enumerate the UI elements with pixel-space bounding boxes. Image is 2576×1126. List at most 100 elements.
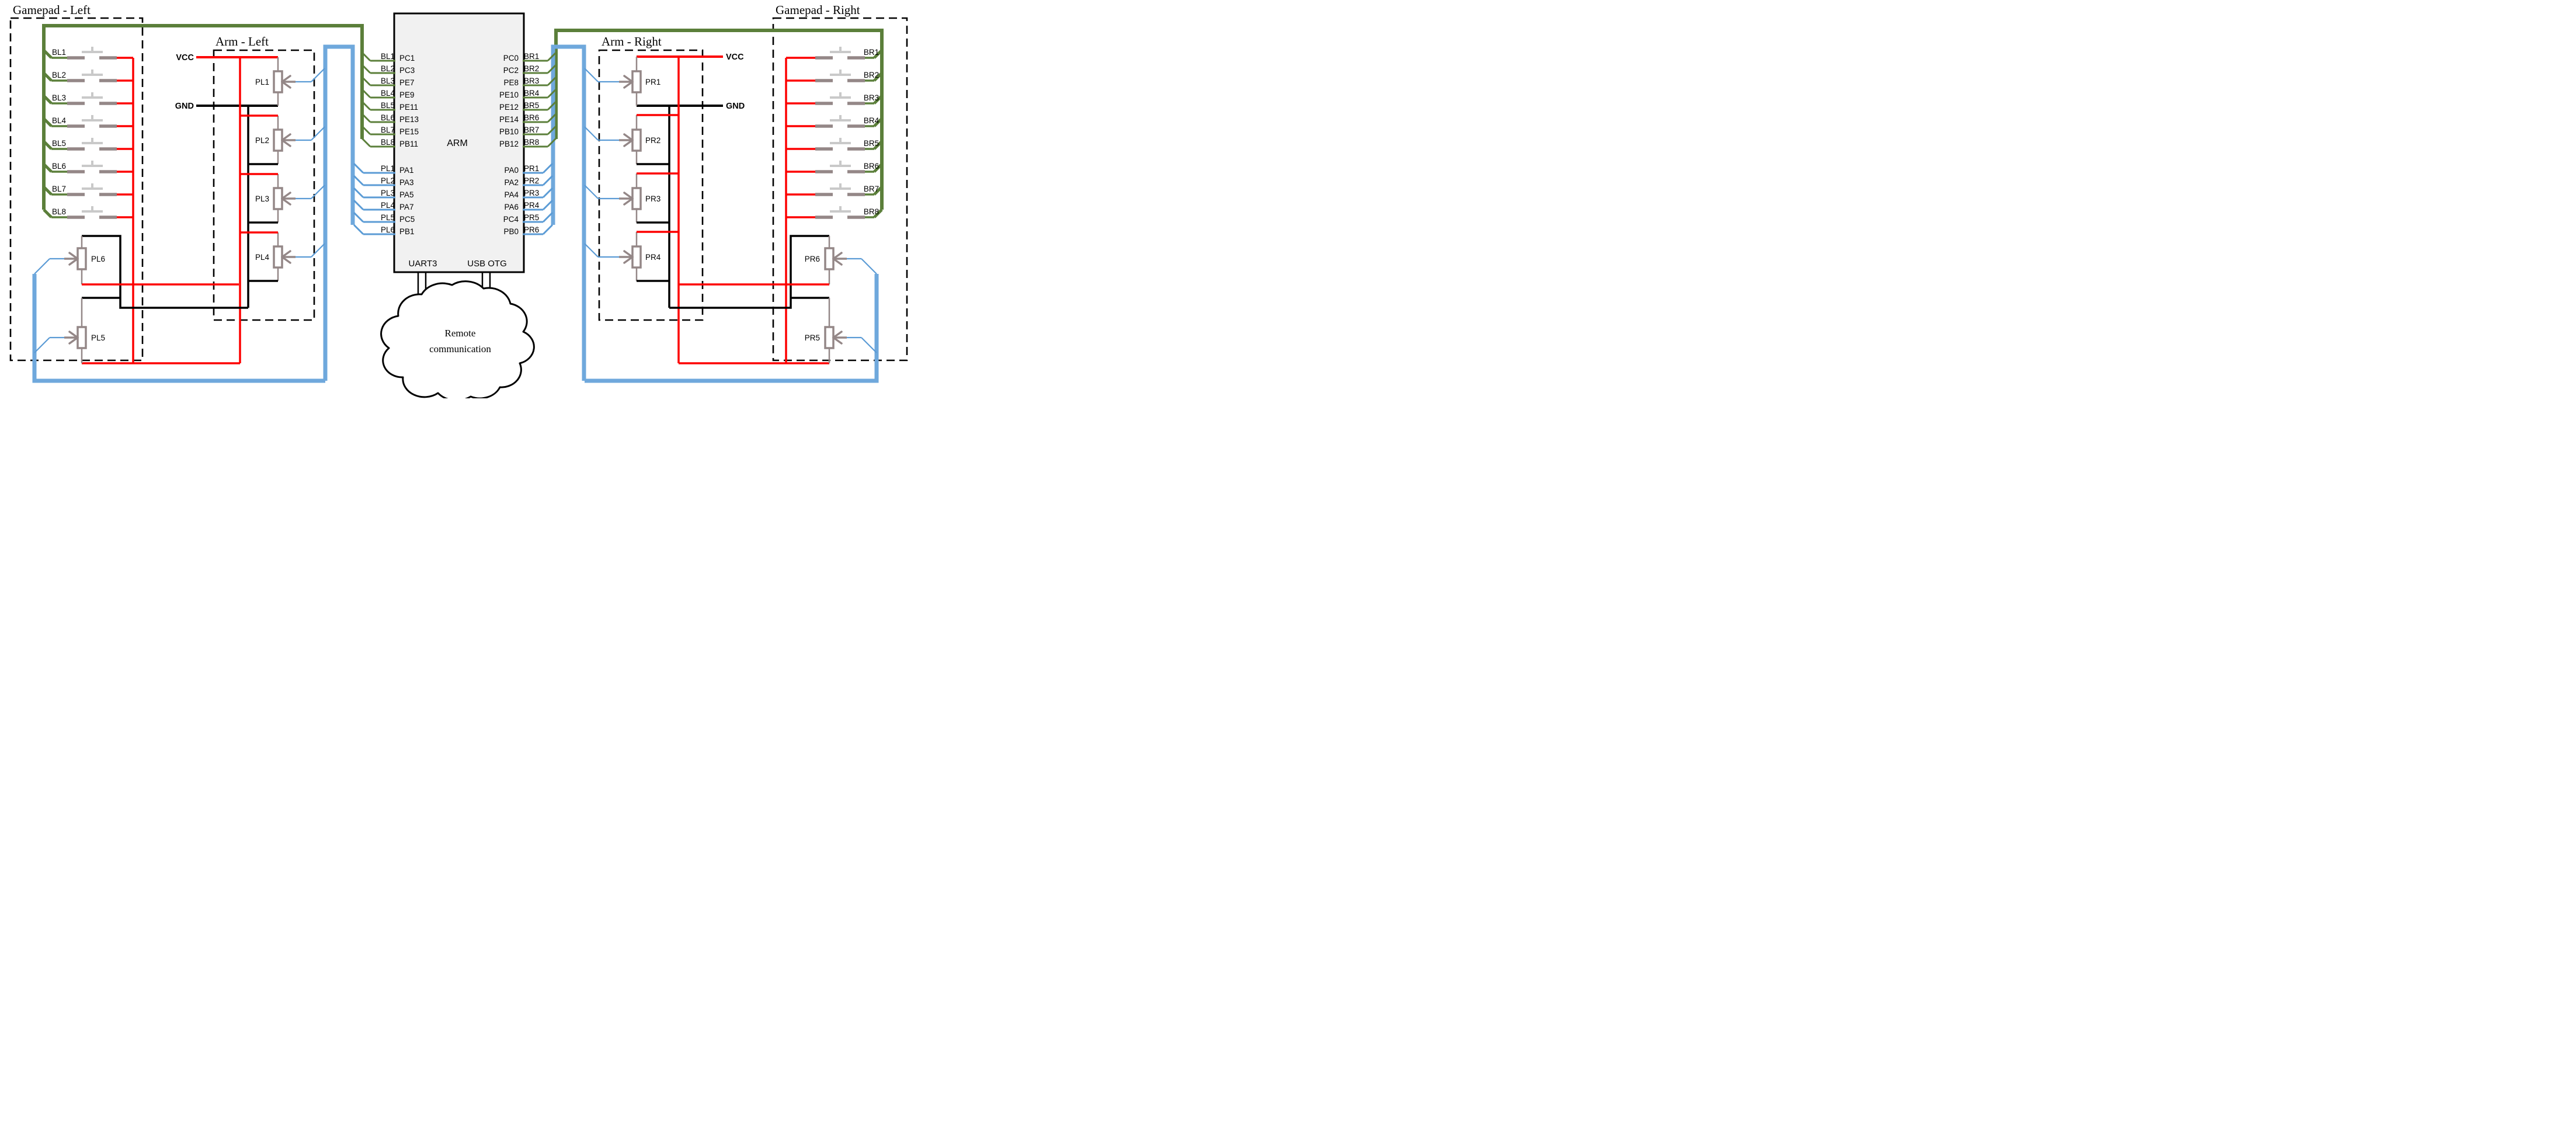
fan-diag-PL2 [353,175,364,186]
arm-chip-box [393,12,525,273]
left-analog-bus [323,44,355,381]
pin-label-PC3: PC3 [399,66,415,75]
fan-label-PL1: PL1 [381,164,395,173]
fan-label-BL2: BL2 [381,64,395,73]
wiper-diag-PL1 [311,68,325,82]
pot-body-PL2 [273,128,283,152]
fan-diag-BR3 [547,76,557,86]
fan-diag-BR8 [547,137,557,148]
fan-diag-BL8 [361,137,371,148]
pot-body-PL6 [77,247,87,270]
button-label-BR5: BR5 [864,139,879,148]
pot-label-PL5: PL5 [91,333,105,342]
pot-body-PL1 [273,70,283,93]
button-label-BL5: BL5 [52,139,66,148]
fan-diag-PR2 [542,175,554,186]
fan-diag-PL3 [353,187,364,199]
pin-label-PE15: PE15 [399,127,419,136]
pot-label-PL4: PL4 [255,253,270,262]
pot-body-PR4 [631,245,642,269]
pin-label-PE7: PE7 [399,78,415,87]
button-label-BL2: BL2 [52,71,66,79]
gnd-label-left: GND [175,102,194,111]
fan-label-PL2: PL2 [381,176,395,185]
pin-label-PA4: PA4 [504,190,519,199]
pin-label-PC2: PC2 [503,66,519,75]
pin-label-PB1: PB1 [399,227,415,236]
button-label-BR4: BR4 [864,116,879,125]
gamepad-right-title: Gamepad - Right [776,3,860,17]
fan-label-PL3: PL3 [381,189,395,197]
button-label-BR6: BR6 [864,162,879,171]
wiper-diag-PL4 [311,243,325,258]
pin-label-PA7: PA7 [399,203,414,211]
pot-label-PR1: PR1 [645,78,660,86]
btn-branch-BL4 [43,117,53,127]
pin-label-PE12: PE12 [499,103,519,112]
fan-label-BR7: BR7 [524,126,539,134]
wiper-diag-PL5 [34,337,50,353]
fan-label-PR4: PR4 [524,201,540,210]
fan-label-BR3: BR3 [524,77,539,85]
button-label-BL6: BL6 [52,162,66,171]
fan-diag-BL6 [361,113,371,123]
btn-branch-BR8 [873,208,883,218]
pin-label-PE13: PE13 [399,115,419,124]
pin-label-PB11: PB11 [399,140,418,148]
fan-label-BR2: BR2 [524,64,539,73]
fan-label-BL7: BL7 [381,126,395,134]
btn-branch-BR7 [873,186,883,196]
gnd-route-left [82,235,248,309]
wiper-diag-PR6 [861,258,877,274]
button-label-BR2: BR2 [864,71,879,79]
gnd-route-right [669,235,829,309]
fan-label-PR2: PR2 [524,176,539,185]
pot-label-PR6: PR6 [805,255,820,263]
wiper-diag-PR3 [584,185,599,199]
vcc-label-right: VCC [726,53,744,62]
gamepad-left-box [9,17,144,362]
pin-label-PA5: PA5 [399,190,414,199]
pin-label-PC5: PC5 [399,215,415,224]
gamepad-left-title: Gamepad - Left [13,3,91,17]
fan-label-PR5: PR5 [524,213,539,222]
fan-diag-PR6 [542,224,554,235]
wiper-diag-PR4 [584,243,599,258]
pot-label-PR5: PR5 [805,333,820,342]
pin-label-PE10: PE10 [499,91,519,99]
fan-diag-BR7 [547,125,557,135]
button-label-BR1: BR1 [864,48,879,57]
pot-label-PL3: PL3 [255,194,269,203]
fan-diag-BR4 [547,88,557,99]
pin-label-PE9: PE9 [399,91,415,99]
fan-label-BR4: BR4 [524,89,540,98]
pin-label-PC1: PC1 [399,54,415,62]
pin-label-PE14: PE14 [499,115,519,124]
pin-label-PC4: PC4 [503,215,519,224]
pot-body-PR3 [631,187,642,210]
wiper-diag-PL6 [34,258,50,274]
arm-chip-label: ARM [447,138,468,148]
pin-label-PA1: PA1 [399,166,414,175]
pin-label-PA3: PA3 [399,178,414,187]
pot-body-PR6 [824,247,835,270]
fan-label-PR1: PR1 [524,164,539,173]
pot-body-PR5 [824,326,835,349]
fan-label-BL5: BL5 [381,101,395,110]
fan-diag-PL4 [353,199,364,211]
button-label-BR3: BR3 [864,93,879,102]
wiper-diag-PR2 [584,126,599,141]
fan-diag-BL7 [361,125,371,135]
pot-label-PL2: PL2 [255,136,269,145]
fan-label-BL8: BL8 [381,138,395,147]
fan-label-BR8: BR8 [524,138,539,147]
fan-label-BL6: BL6 [381,113,395,122]
btn-branch-BR4 [873,117,883,127]
button-label-BL1: BL1 [52,48,66,57]
btn-branch-BR1 [873,49,883,59]
button-label-BR7: BR7 [864,185,879,193]
btn-branch-BL6 [43,163,53,173]
arm-right-box [598,49,704,321]
